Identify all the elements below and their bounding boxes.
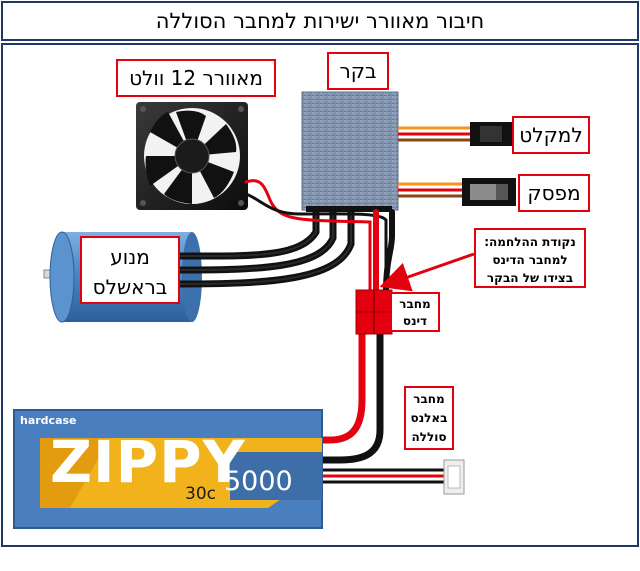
- esc-label: בקר: [327, 52, 389, 90]
- motor-back: [182, 232, 202, 322]
- deans-label-line2: דינס: [402, 314, 428, 328]
- deans-connector: [355, 289, 393, 335]
- fan-hub: [174, 138, 210, 174]
- fan: [136, 102, 248, 210]
- deans-label: מחבר דינס: [390, 292, 440, 332]
- battery-c-rating: 30c: [185, 484, 216, 504]
- solder-arrow: [379, 252, 475, 292]
- fan-label: מאוורר 12 וולט: [116, 59, 276, 97]
- esc-body: [301, 91, 399, 211]
- battery-case-text: hardcase: [20, 414, 77, 427]
- solder-point-label: נקודת ההלחמה: למחבר הדינס בצידו של הבקר: [474, 228, 586, 288]
- balance-label: מחבר באלנס סוללה: [404, 386, 454, 450]
- solder-label-line2: למחבר הדינס: [492, 253, 568, 267]
- motor-label: מנוע בראשלס: [80, 236, 180, 304]
- receiver-label: למקלט: [512, 116, 590, 154]
- deans-label-line1: מחבר: [399, 297, 431, 311]
- fan-wires: [244, 179, 388, 292]
- esc-power-leads: [373, 209, 395, 295]
- receiver-lead: [398, 122, 512, 146]
- solder-label-line3: בצידו של הבקר: [486, 271, 574, 285]
- motor-label-line1: מנוע: [110, 245, 150, 269]
- diagram-frame: [1, 43, 639, 547]
- battery-brand: ZIPPY: [50, 428, 246, 496]
- page-title: חיבור מאוורר ישירות למחבר הסוללה: [155, 9, 485, 33]
- balance-label-line1: מחבר: [413, 392, 445, 406]
- motor-face: [49, 231, 75, 323]
- motor-label-line2: בראשלס: [92, 275, 168, 299]
- switch-label: מפסק: [518, 174, 590, 212]
- switch-lead: [398, 178, 516, 206]
- balance-label-line3: סוללה: [411, 430, 447, 444]
- battery: [13, 409, 323, 529]
- solder-label-line1: נקודת ההלחמה:: [484, 235, 576, 249]
- battery-wires: [318, 328, 384, 464]
- battery-capacity: 5000: [224, 466, 293, 497]
- esc: [301, 91, 399, 212]
- balance-lead: [322, 459, 465, 495]
- balance-label-line2: באלנס: [410, 411, 448, 425]
- title-bar: חיבור מאוורר ישירות למחבר הסוללה: [1, 1, 639, 41]
